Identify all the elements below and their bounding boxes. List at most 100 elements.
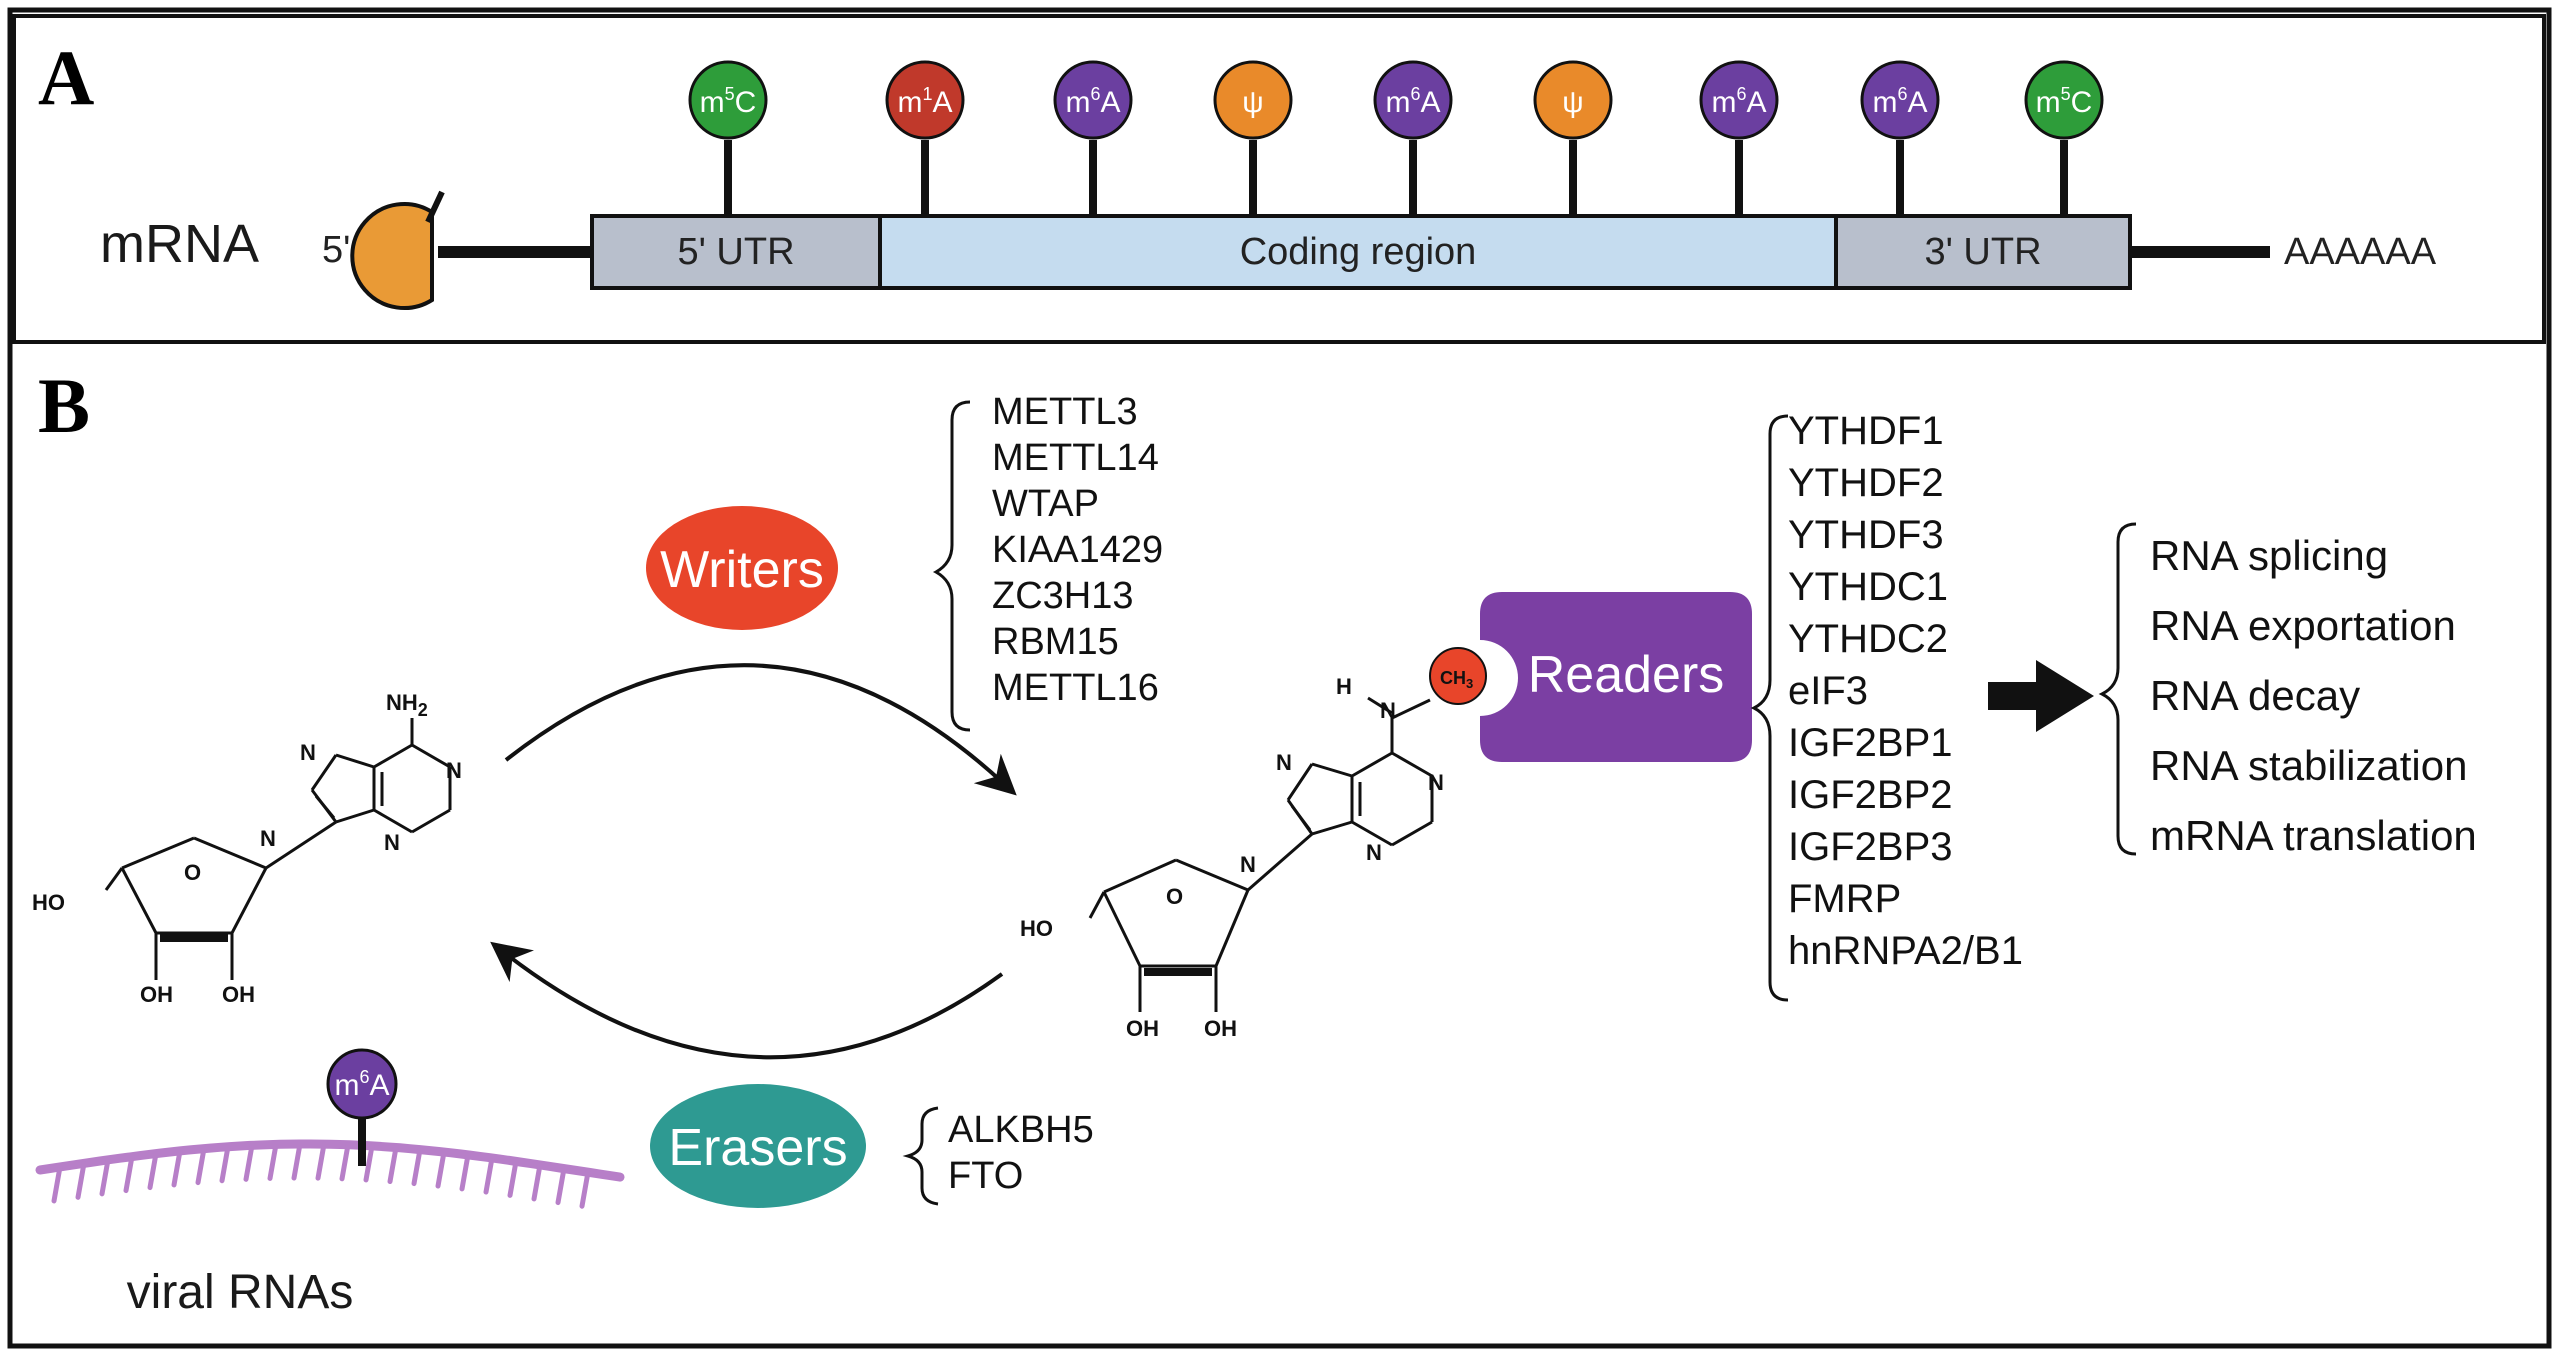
erasers-oval — [650, 1084, 866, 1208]
viral-mod-circle — [326, 1048, 398, 1120]
outcomes-brace — [2098, 522, 2137, 856]
list-item: YTHDF3 — [1788, 513, 1944, 557]
writers-label: Writers — [660, 541, 824, 599]
adenosine-n3: N — [384, 830, 400, 855]
five-prime-cap — [350, 202, 434, 310]
list-item: RNA stabilization — [2150, 742, 2467, 789]
writers-list: METTL3METTL14WTAPKIAA1429ZC3H13RBM15METT… — [992, 391, 1163, 709]
m6a-n6: N — [1380, 698, 1396, 723]
modification-pin: m5C — [2024, 60, 2104, 216]
pin-circle — [1373, 60, 1453, 140]
utr5-label: 5' UTR — [677, 231, 794, 273]
strand-base — [531, 1162, 543, 1202]
list-item: METTL14 — [992, 437, 1159, 479]
adenosine-n1: N — [446, 758, 462, 783]
strand-base — [171, 1148, 183, 1188]
list-item: FMRP — [1788, 877, 1901, 921]
five-prime-label: 5' — [322, 229, 350, 271]
utr3-box — [1834, 214, 2132, 290]
pin-circle — [1533, 60, 1613, 140]
outer-frame — [7, 7, 2552, 1349]
pin-circle — [885, 60, 965, 140]
adenosine-n7: N — [300, 740, 316, 765]
erasers-label: Erasers — [668, 1119, 847, 1177]
m6a-n3: N — [1366, 840, 1382, 865]
list-item: YTHDF1 — [1788, 409, 1944, 453]
m6a-structure — [1088, 696, 1434, 1012]
modification-pin: m6A — [1699, 60, 1779, 216]
ribose-oh-2: OH — [222, 982, 255, 1007]
strand-base — [555, 1166, 567, 1206]
m6a-n9: N — [1240, 852, 1256, 877]
list-item: YTHDC1 — [1788, 565, 1948, 609]
list-item: ZC3H13 — [992, 575, 1134, 617]
list-item: eIF3 — [1788, 669, 1868, 713]
outcome-arrow — [1988, 660, 2094, 732]
pin-circle — [1053, 60, 1133, 140]
modification-pin: m6A — [1373, 60, 1453, 216]
pin-circle — [1699, 60, 1779, 140]
readers-brace — [1750, 414, 1789, 1002]
modification-pin: m5C — [688, 60, 768, 216]
list-item: mRNA translation — [2150, 812, 2477, 859]
methyl-group — [1429, 647, 1487, 705]
list-item: FTO — [948, 1155, 1023, 1197]
list-item: WTAP — [992, 483, 1099, 525]
strand-base — [123, 1154, 135, 1194]
modification-pin: m1A — [885, 60, 965, 216]
strand-base — [339, 1142, 351, 1182]
writers-brace — [932, 400, 971, 732]
viral-rnas-label: viral RNAs — [127, 1266, 354, 1319]
strand-base — [243, 1142, 255, 1182]
methyl-label: CH3 — [1440, 668, 1473, 691]
polya-tail: AAAAAA — [2284, 231, 2437, 273]
adenosine-structure — [104, 718, 452, 980]
methylation-arrow — [504, 663, 1017, 796]
panel-a-frame — [12, 14, 2546, 344]
list-item: YTHDC2 — [1788, 617, 1948, 661]
m6a-h: H — [1336, 674, 1352, 699]
strand-base — [579, 1169, 591, 1209]
panel-label-a: A — [38, 34, 94, 121]
list-item: ALKBH5 — [948, 1109, 1094, 1151]
strand-base — [459, 1152, 471, 1192]
pin-circle — [2024, 60, 2104, 140]
strand-base — [267, 1141, 279, 1181]
list-item: hnRNPA2/B1 — [1788, 929, 2023, 973]
list-item: IGF2BP1 — [1788, 721, 1953, 765]
adenosine-nh2: NH2 — [386, 690, 428, 720]
strand-base — [291, 1141, 303, 1181]
erasers-brace — [902, 1106, 939, 1206]
utr5-box — [590, 214, 882, 290]
cap-tick — [425, 190, 445, 224]
viral-rna-strand — [35, 1139, 625, 1209]
writers-oval — [646, 506, 838, 630]
pin-label: m1A — [897, 84, 952, 119]
demethylation-arrow — [490, 941, 1004, 1060]
pin-label: m5C — [2036, 84, 2093, 119]
coding-label: Coding region — [1240, 231, 1477, 273]
utr3-label: 3' UTR — [1924, 231, 2041, 273]
mrna-label: mRNA — [100, 214, 259, 274]
strand-base — [507, 1158, 519, 1198]
strand-base — [147, 1151, 159, 1191]
adenosine-n9: N — [260, 826, 276, 851]
ribose-oh-1: OH — [140, 982, 173, 1007]
pin-label: ψ — [1242, 86, 1263, 119]
modification-pin: m6A — [1053, 60, 1133, 216]
list-item: KIAA1429 — [992, 529, 1163, 571]
ribose-ho: HO — [32, 890, 65, 915]
strand-backbone — [35, 1139, 625, 1182]
pin-label: m6A — [1065, 84, 1120, 119]
strand-base — [99, 1157, 111, 1197]
strand-base — [387, 1145, 399, 1185]
strand-base — [411, 1147, 423, 1187]
readers-box — [1480, 592, 1752, 762]
panel-label-b: B — [38, 362, 90, 449]
strand-base — [315, 1141, 327, 1181]
strand-base — [363, 1143, 375, 1183]
pin-circle — [1860, 60, 1940, 140]
